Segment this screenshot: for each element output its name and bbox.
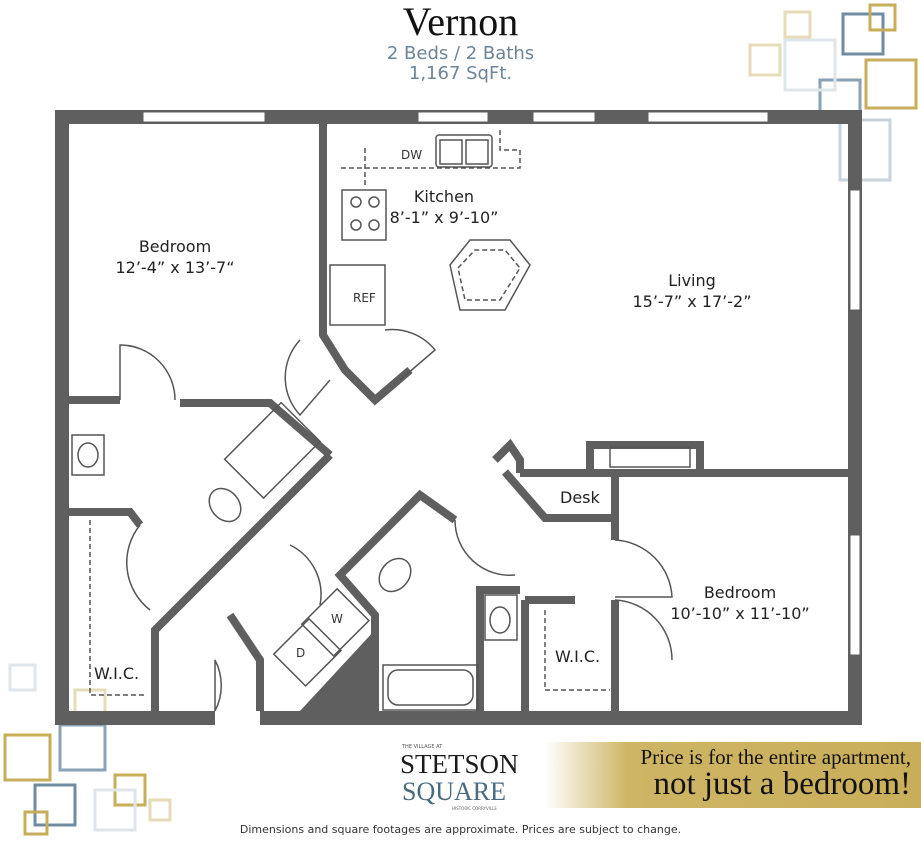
wic1-label: W.I.C. [94,664,140,683]
room-size: 10’-10” x 11’-10” [670,604,810,623]
room-size: 15’-7” x 17’-2” [632,292,752,311]
washer [300,587,371,658]
bedroom1-label: Bedroom 12’-4” x 13’-7“ [95,236,255,278]
interior-walls [68,124,848,711]
banner-line2: not just a bedroom! [653,766,911,802]
dishwasher-label: DW [401,148,423,162]
square-footage: 1,167 SqFt. [408,63,513,84]
logo-top-text: THE VILLAGE AT [402,744,443,750]
bath2-sink [484,594,518,641]
toilet1 [208,487,242,523]
laundry-floor [300,630,375,711]
refrigerator [329,264,386,326]
decorative-squares-bottom-left [3,663,172,836]
fixtures [71,130,691,711]
kitchen-island [449,239,531,311]
dryer [272,617,343,688]
bathtub [382,664,479,711]
bedroom2-label: Bedroom 10’-10” x 11’-10” [660,582,820,624]
logo-bottom-text: HISTORIC CORRYVILLE [452,806,497,811]
beds-baths: 2 Beds / 2 Baths [386,43,535,64]
plan-title: Vernon [402,0,519,44]
windows [142,111,861,656]
toilet2 [378,557,412,593]
room-size: 8’-1” x 9’-10” [389,208,499,227]
disclaimer: Dimensions and square footages are appro… [239,823,682,836]
room-name: Kitchen [413,187,475,206]
dryer-label: D [296,646,306,660]
refrigerator-label: REF [353,291,376,305]
bath1-sink [71,434,105,476]
room-name: Living [668,271,716,290]
wic2-label: W.I.C. [555,647,601,666]
shower [223,401,322,500]
washer-label: W [331,612,343,626]
kitchen-sink [435,134,493,168]
stove [341,189,387,241]
price-banner: Price is for the entire apartment, not j… [545,742,921,808]
fireplace [609,446,691,468]
door-swings [119,328,673,712]
banner-line1: Price is for the entire apartment, [640,745,911,769]
desk-label: Desk [560,488,600,507]
room-name: Bedroom [703,583,777,602]
kitchen-label: Kitchen 8’-1” x 9’-10” [364,186,524,228]
room-size: 12’-4” x 13’-7“ [115,258,235,277]
room-name: Bedroom [138,237,212,256]
logo-square: SQUARE [402,777,507,806]
logo-stetson: STETSON [400,749,519,779]
living-label: Living 15’-7” x 17’-2” [612,270,772,312]
